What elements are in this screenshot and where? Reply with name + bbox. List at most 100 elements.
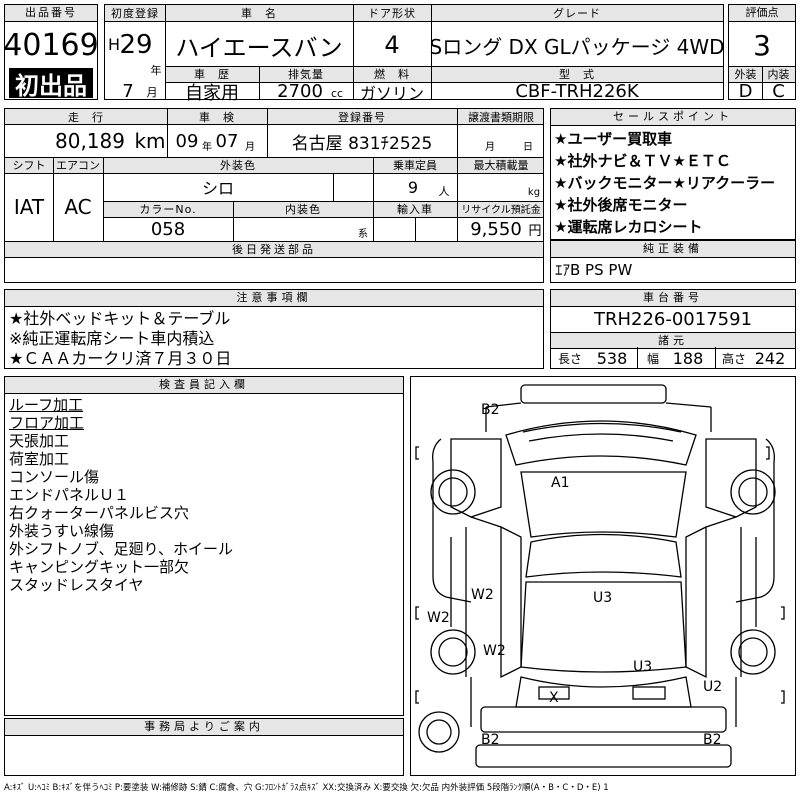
sales-points-list: ★ユーザー買取車★社外ナビ＆ＴＶ★ＥＴＣ★バックモニター★リアクーラー★社外後席… <box>554 128 775 238</box>
displacement: 2700 <box>277 81 323 102</box>
model-code-label: 型 式 <box>559 68 595 81</box>
inspector-item: 外シフトノブ、足廻り、ホイール <box>9 540 233 558</box>
damage-mark: A1 <box>551 475 569 491</box>
mileage-unit: km <box>134 129 166 153</box>
sales-points-label: セールスポイント <box>551 109 795 126</box>
damage-mark: B2 <box>481 402 500 418</box>
transfer-day-unit: 日 <box>523 141 533 153</box>
plate: 名古屋 831ﾁ2525 <box>291 133 433 154</box>
first-reg-era: H <box>107 34 121 54</box>
width-label: 幅 <box>646 351 659 366</box>
inspector-label: 検査員記入欄 <box>5 377 403 394</box>
chassis-no: TRH226-0017591 <box>593 308 753 330</box>
divider <box>415 217 416 241</box>
damage-mark: W2 <box>471 587 494 603</box>
windshield <box>520 471 687 538</box>
car-name-label: 車 名 <box>241 7 277 20</box>
divider <box>637 347 638 368</box>
inspector-item: フロア加工 <box>9 414 85 432</box>
inspection-month: 07 <box>215 130 239 152</box>
genuine-label: 純正装備 <box>551 241 795 258</box>
model-code: CBF-TRH226K <box>515 81 639 102</box>
recycle: 9,550 <box>470 218 522 240</box>
divider <box>233 201 234 241</box>
capacity: 9 <box>407 177 419 197</box>
inspection-month-unit: 月 <box>245 141 255 153</box>
capacity-unit: 人 <box>438 185 450 198</box>
chassis-box: 車台番号 TRH226-0017591 諸元 長さ 538 幅 188 高さ 2… <box>550 289 796 369</box>
inspector-item: エンドパネルＵ１ <box>9 486 130 504</box>
inspection-year: 09 <box>175 130 199 152</box>
divider <box>165 5 166 99</box>
info-table-top: 初度登録 車 名 ドア形状 グレード H 29 年 ハイエースバン 4 Sロング… <box>104 4 725 104</box>
right-side-outline <box>735 438 775 603</box>
auction-no-box: 出品番号 40169 初出品 <box>3 4 99 100</box>
length: 538 <box>596 348 628 368</box>
first-reg-year: 29 <box>119 30 153 60</box>
inspection-label: 車 検 <box>199 110 235 124</box>
car-name: ハイエースバン <box>175 33 343 62</box>
inspector-item: 外装うすい線傷 <box>9 522 115 540</box>
score-label: 評価点 <box>729 5 795 22</box>
recycle-unit: 円 <box>528 223 542 239</box>
divider <box>267 109 268 157</box>
damage-mark: B2 <box>703 732 722 748</box>
top-header-bg <box>105 5 723 22</box>
divider <box>103 157 104 241</box>
dims-label: 諸元 <box>658 333 688 347</box>
roof-outline <box>520 384 667 404</box>
transfer-month-unit: 月 <box>485 141 495 153</box>
details-header3-bg <box>103 201 543 218</box>
divider <box>333 173 334 201</box>
first-reg-month-unit: 月 <box>146 86 158 99</box>
doors: 4 <box>384 31 400 59</box>
mileage: 80,189 <box>55 129 125 153</box>
mileage-label: 走 行 <box>68 110 104 124</box>
fuel-label: 燃 料 <box>374 68 410 81</box>
first-reg-label: 初度登録 <box>111 7 159 20</box>
divider <box>353 5 354 99</box>
inspector-item: 右クォーターパネルビス穴 <box>9 504 189 522</box>
color-label: 外装色 <box>220 158 256 172</box>
later-parts-header-bg <box>5 241 543 258</box>
inspector-item: ルーフ加工 <box>9 396 84 414</box>
rear-lamp-right <box>632 686 666 700</box>
width: 188 <box>672 348 704 368</box>
sales-points-box: セールスポイント ★ユーザー買取車★社外ナビ＆ＴＶ★ＥＴＣ★バックモニター★リア… <box>550 108 796 240</box>
divider <box>259 66 260 99</box>
divider <box>457 109 458 241</box>
spare-wheel <box>418 711 460 753</box>
damage-mark: X <box>549 690 559 706</box>
auction-no: 40169 <box>3 27 99 63</box>
divider <box>373 157 374 241</box>
sales-point-item: ★ユーザー買取車 <box>554 130 673 148</box>
shift-label: シフト <box>12 158 46 172</box>
displacement-label: 排気量 <box>288 68 324 81</box>
sales-point-item: ★バックモニター★リアクーラー <box>554 174 776 192</box>
first-reg-month: 7 <box>122 80 134 102</box>
grade-label: グレード <box>553 7 601 20</box>
displacement-unit: cc <box>330 86 344 100</box>
exterior-label: 外装 <box>734 68 757 81</box>
wheel-front-left <box>430 469 476 515</box>
note-item: ★ＣＡＡカークリ済７月３０日 <box>9 349 232 368</box>
divider <box>431 5 432 99</box>
later-parts-label: 後日発送部品 <box>232 242 316 256</box>
interior-color-unit: 系 <box>358 228 368 240</box>
notes-list: ★社外ベッドキット＆テーブル※純正運転席シート車内積込★ＣＡＡカークリ済７月３０… <box>9 309 231 369</box>
aircon: AC <box>64 195 92 219</box>
auction-no-label: 出品番号 <box>5 5 97 22</box>
fuel: ガソリン <box>359 83 424 103</box>
genuine-value: ｴｱB PS PW <box>555 261 633 279</box>
note-item: ★社外ベッドキット＆テーブル <box>9 309 231 328</box>
load-label: 最大積載量 <box>473 158 529 172</box>
dims-header-bg <box>551 332 795 349</box>
details-table: 走 行 車 検 登録番号 譲渡書類期限 80,189 km 09 年 07 月 … <box>4 108 544 283</box>
exterior-grade: D <box>738 80 753 102</box>
history: 自家用 <box>185 82 239 104</box>
plate-label: 登録番号 <box>338 110 386 124</box>
interior-color-label: 内装色 <box>285 202 321 216</box>
history-label: 車 歴 <box>194 68 230 81</box>
